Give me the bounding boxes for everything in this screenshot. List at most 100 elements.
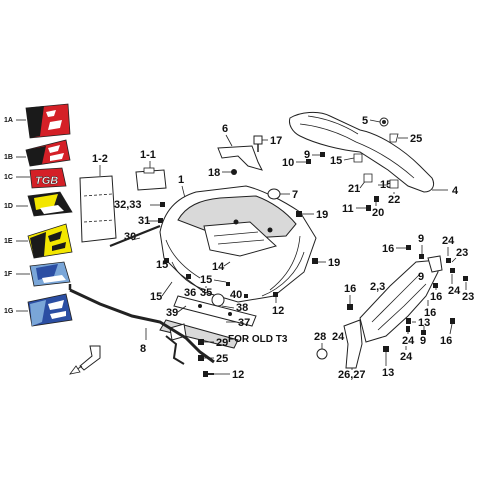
label-26-27: 26,27 xyxy=(338,369,366,381)
label-13-a: 13 xyxy=(418,317,430,329)
part-1-1: 1-1 xyxy=(135,149,167,191)
part-29: 29 xyxy=(198,337,228,349)
decal-1c-logo: TGB xyxy=(35,175,58,187)
part-15-carrier: 15 xyxy=(330,153,363,167)
label-1-2: 1-2 xyxy=(92,153,108,165)
label-38: 38 xyxy=(236,302,248,314)
label-24-d: 24 xyxy=(400,351,413,363)
rear-fender-part-1: 1 xyxy=(159,174,317,303)
rear-carrier-part-4: 4 xyxy=(289,111,459,197)
label-18: 18 xyxy=(208,167,220,179)
label-14: 14 xyxy=(212,261,225,273)
label-24-b: 24 xyxy=(448,285,461,297)
mud-guard-part-2-3: 2,3 xyxy=(359,255,443,343)
part-cluster-carrier-bottom: 21 15 22 20 11 xyxy=(342,173,400,219)
rack-bar-assembly: 36 37 38 39 xyxy=(159,287,257,349)
part-32-33: 32,33 xyxy=(114,199,165,211)
label-39: 39 xyxy=(166,307,178,319)
decal-1e-image xyxy=(27,223,73,259)
label-1d: 1D xyxy=(4,203,13,210)
decal-1g-image xyxy=(27,293,73,327)
part-35: 35 xyxy=(200,286,212,299)
label-15-c: 15 xyxy=(150,291,162,303)
label-9-c: 9 xyxy=(418,271,424,283)
label-9-d: 9 xyxy=(420,335,426,347)
label-6: 6 xyxy=(222,123,228,135)
part-7: 7 xyxy=(267,188,298,201)
decal-1f-image xyxy=(29,261,71,287)
bracket-1-1-shape xyxy=(135,169,167,191)
label-1-1: 1-1 xyxy=(140,149,156,161)
label-22: 22 xyxy=(388,194,400,206)
label-1c: 1C xyxy=(4,174,13,181)
mud-guard-shape xyxy=(359,259,439,343)
label-12-bottom: 12 xyxy=(232,369,244,381)
part-5: 5 xyxy=(362,115,389,127)
label-2-3: 2,3 xyxy=(370,281,385,293)
label-16-d: 16 xyxy=(344,283,356,295)
part-28-24-26-27: 28 24 26,27 xyxy=(314,319,366,381)
label-13-b: 13 xyxy=(382,367,394,379)
part-17: 17 xyxy=(253,135,282,152)
label-9-b: 9 xyxy=(418,233,424,245)
mud-guard-hardware-upper: 16 9 24 23 24 23 xyxy=(382,233,474,303)
label-35: 35 xyxy=(200,287,212,299)
label-16-a: 16 xyxy=(382,243,394,255)
mud-guard-hardware-middle: 9 16 16 13 xyxy=(406,271,442,329)
decal-1c-image: TGB xyxy=(29,167,67,189)
label-1f: 1F xyxy=(4,271,13,278)
label-20: 20 xyxy=(372,207,384,219)
decal-1b-image xyxy=(25,139,71,167)
fender-hardware xyxy=(164,219,273,298)
label-5: 5 xyxy=(362,115,368,127)
label-19-upper: 19 xyxy=(316,209,328,221)
label-37: 37 xyxy=(238,317,250,329)
decal-1a-image xyxy=(25,103,71,139)
label-36: 36 xyxy=(184,287,196,299)
label-28: 28 xyxy=(314,331,326,343)
bracket-6-shape xyxy=(217,145,263,171)
small-bracket-bottom-left xyxy=(69,345,101,375)
part-12-fender: 12 xyxy=(272,292,284,317)
label-7: 7 xyxy=(292,189,298,201)
part-18: 18 xyxy=(208,167,237,179)
part-1-2: 1-2 xyxy=(79,153,117,243)
label-24-a: 24 xyxy=(442,235,455,247)
fender-storage-box xyxy=(203,221,277,257)
label-9-a: 9 xyxy=(304,149,310,161)
label-16-b: 16 xyxy=(430,291,442,303)
part-12-bottom: 12 xyxy=(203,369,244,381)
label-15-a: 15 xyxy=(156,259,168,271)
label-23-a: 23 xyxy=(456,247,468,259)
part-9-10: 9 10 xyxy=(282,149,325,169)
label-4: 4 xyxy=(452,185,459,197)
label-31: 31 xyxy=(138,215,150,227)
label-25-lower: 25 xyxy=(216,353,228,365)
part-25-top: 25 xyxy=(389,133,422,145)
label-24-e: 24 xyxy=(332,331,345,343)
label-11: 11 xyxy=(342,203,354,215)
part-6: 6 xyxy=(217,123,263,171)
label-32-33: 32,33 xyxy=(114,199,142,211)
label-25-top: 25 xyxy=(410,133,422,145)
part-16-left: 16 xyxy=(344,283,356,310)
label-15-b: 15 xyxy=(200,274,212,286)
label-15-carrier: 15 xyxy=(330,155,342,167)
part-40: 40 xyxy=(211,289,242,307)
part-19-upper: 19 xyxy=(296,209,328,221)
label-24-c: 24 xyxy=(402,335,415,347)
label-1e: 1E xyxy=(4,238,13,245)
part-8-rod: 8 xyxy=(68,284,215,365)
label-12-fender: 12 xyxy=(272,305,284,317)
decal-column: 1A 1B 1C TGB 1D 1E xyxy=(4,103,73,327)
decal-1d-image xyxy=(27,191,73,217)
carrier-body xyxy=(289,111,435,193)
label-21: 21 xyxy=(348,183,360,195)
label-23-b: 23 xyxy=(462,291,474,303)
part-30: 30 xyxy=(109,224,161,248)
note-for-old-t3: FOR OLD T3 xyxy=(228,334,288,345)
label-40: 40 xyxy=(230,289,242,301)
label-1g: 1G xyxy=(4,308,14,315)
mud-guard-hardware-lower: 24 9 16 24 13 xyxy=(382,318,455,379)
